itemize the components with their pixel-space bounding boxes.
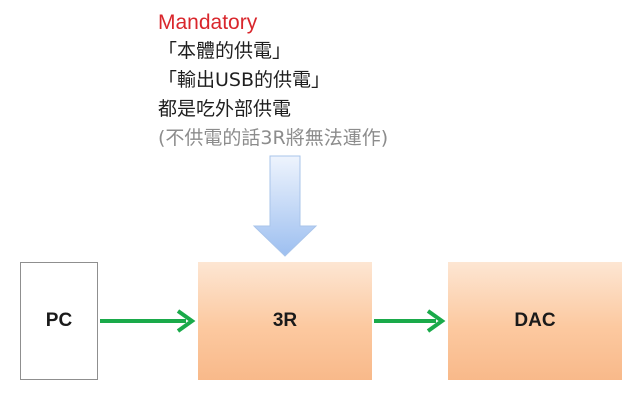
note-warning-line: (不供電的話3R將無法運作) (158, 127, 389, 149)
arrow-3r-to-dac (374, 309, 446, 333)
pc-label: PC (45, 310, 73, 331)
note-usb-power-line: 「輸出USB的供電」 (158, 69, 331, 91)
3r-label: 3R (272, 310, 298, 331)
3r-box: 3R (198, 262, 372, 380)
pc-box: PC (20, 262, 98, 380)
note-external-power-line: 都是吃外部供電 (158, 98, 292, 120)
dac-box: DAC (448, 262, 622, 380)
mandatory-label: Mandatory (158, 11, 258, 34)
dac-label: DAC (514, 310, 556, 331)
arrow-pc-to-3r (100, 309, 196, 333)
note-body-power-line: 「本體的供電」 (158, 40, 292, 62)
power-note: Mandatory 「本體的供電」 「輸出USB的供電」 都是吃外部供電 (不供… (158, 8, 388, 153)
down-arrow-icon (252, 155, 318, 257)
